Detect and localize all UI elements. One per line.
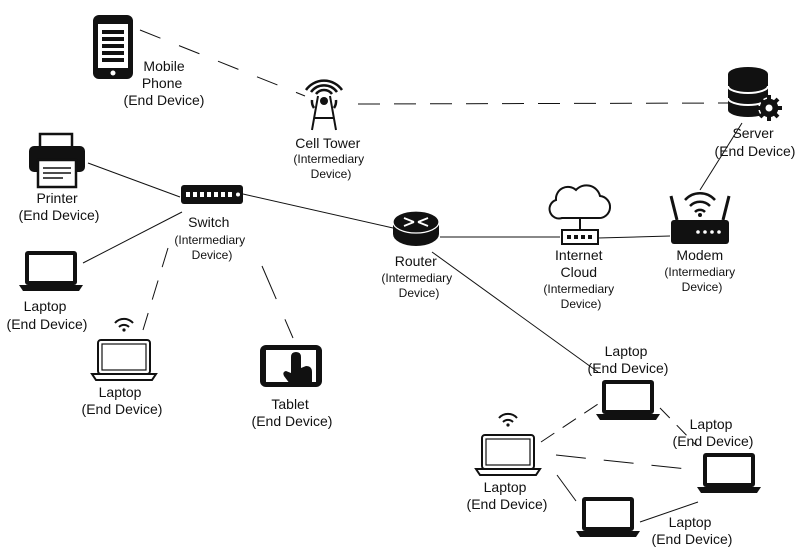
label-laptop-hub: Laptop (End Device) <box>467 479 548 512</box>
edge-laptop1-laptop2 <box>659 407 697 446</box>
label-celltower-line2: (Intermediary <box>293 152 364 166</box>
label-laptop-router-2-line1: Laptop <box>690 416 733 432</box>
edge-printer-switch <box>87 162 181 198</box>
cell-tower-icon[interactable] <box>304 79 344 131</box>
label-laptop-router-3: Laptop (End Device) <box>652 514 733 547</box>
label-cloud-line4: Device) <box>561 297 602 311</box>
label-modem-line1: Modem <box>676 247 723 263</box>
laptop-icon-router-2[interactable] <box>697 453 761 493</box>
tablet-icon[interactable] <box>260 345 322 387</box>
label-server-line2: (End Device) <box>715 143 796 159</box>
label-mobile-line2: Phone <box>142 75 183 91</box>
label-server-line1: Server <box>732 125 774 141</box>
label-laptop-router-1: Laptop (End Device) <box>588 343 669 376</box>
laptop-icon-hub[interactable] <box>475 412 541 476</box>
label-router: Router (Intermediary Device) <box>381 253 456 300</box>
edge-mobile-celltower <box>139 29 306 97</box>
label-printer-line2: (End Device) <box>19 207 100 223</box>
label-switch-line2: (Intermediary <box>174 233 245 247</box>
label-celltower: Cell Tower (Intermediary Device) <box>293 135 368 181</box>
edge-hub-laptop2 <box>555 454 697 471</box>
label-printer-line1: Printer <box>36 190 78 206</box>
label-celltower-line3: Device) <box>311 167 352 181</box>
label-laptop-router-2: Laptop (End Device) <box>673 416 754 449</box>
laptop-icon-wired[interactable] <box>19 251 83 291</box>
connections <box>82 29 743 523</box>
switch-icon[interactable] <box>181 185 243 204</box>
label-router-line1: Router <box>395 253 437 269</box>
modem-icon[interactable] <box>669 191 731 244</box>
label-laptop-hub-line1: Laptop <box>484 479 527 495</box>
label-tablet-line2: (End Device) <box>252 413 333 429</box>
printer-icon[interactable] <box>29 132 85 189</box>
router-icon[interactable] <box>392 210 440 246</box>
edge-hub-laptop3 <box>556 474 577 502</box>
label-celltower-line1: Cell Tower <box>295 135 360 151</box>
label-printer: Printer (End Device) <box>19 190 100 223</box>
edge-switch-tablet <box>261 265 294 339</box>
label-laptop-wired: Laptop (End Device) <box>7 298 88 332</box>
edge-switch-laptopwifi <box>142 247 169 331</box>
label-laptop-router-3-line1: Laptop <box>669 514 712 530</box>
edge-laptop3-laptop2 <box>639 501 699 523</box>
label-modem: Modem (Intermediary Device) <box>664 247 739 294</box>
label-tablet: Tablet (End Device) <box>252 396 333 429</box>
edge-switch-router <box>242 193 394 229</box>
label-laptop-hub-line2: (End Device) <box>467 496 548 512</box>
label-laptop-router-2-line2: (End Device) <box>673 433 754 449</box>
label-cloud: Internet Cloud (Intermediary Device) <box>543 247 618 311</box>
label-laptop-wired-line2: (End Device) <box>7 316 88 332</box>
label-modem-line3: Device) <box>682 280 723 294</box>
label-server: Server (End Device) <box>715 125 796 159</box>
label-cloud-line2: Cloud <box>560 264 597 280</box>
edge-router-laptop1 <box>431 251 599 373</box>
edge-hub-laptop1 <box>540 403 599 443</box>
label-cloud-line1: Internet <box>555 247 603 263</box>
label-modem-line2: (Intermediary <box>664 265 735 279</box>
label-laptop-router-1-line1: Laptop <box>605 343 648 359</box>
label-laptop-wifi-line1: Laptop <box>99 384 142 400</box>
label-mobile-line3: (End Device) <box>124 92 205 108</box>
label-switch-line1: Switch <box>188 214 229 230</box>
laptop-icon-router-1[interactable] <box>596 380 660 420</box>
label-tablet-line1: Tablet <box>271 396 308 412</box>
edge-cloud-modem <box>597 235 671 239</box>
edge-laptop-switch <box>82 211 183 264</box>
label-mobile-line1: Mobile <box>143 58 184 74</box>
label-laptop-router-1-line2: (End Device) <box>588 360 669 376</box>
label-cloud-line3: (Intermediary <box>543 282 614 296</box>
server-icon[interactable] <box>727 67 782 121</box>
label-laptop-router-3-line2: (End Device) <box>652 531 733 547</box>
laptop-icon-wifi[interactable] <box>91 317 157 381</box>
label-laptop-wifi-line2: (End Device) <box>82 401 163 417</box>
mobile-phone-icon[interactable] <box>93 15 133 79</box>
label-router-line2: (Intermediary <box>381 271 452 285</box>
label-laptop-wired-line1: Laptop <box>24 298 67 314</box>
cloud-icon[interactable] <box>548 184 612 245</box>
label-switch-line3: Device) <box>192 248 233 262</box>
label-router-line3: Device) <box>399 286 440 300</box>
edge-server-modem <box>699 122 743 191</box>
label-laptop-wifi: Laptop (End Device) <box>82 384 163 417</box>
laptop-icon-router-3[interactable] <box>576 497 640 537</box>
label-switch: Switch (Intermediary Device) <box>174 214 249 262</box>
label-mobile: Mobile Phone (End Device) <box>124 58 205 108</box>
edge-celltower-server <box>357 102 729 105</box>
